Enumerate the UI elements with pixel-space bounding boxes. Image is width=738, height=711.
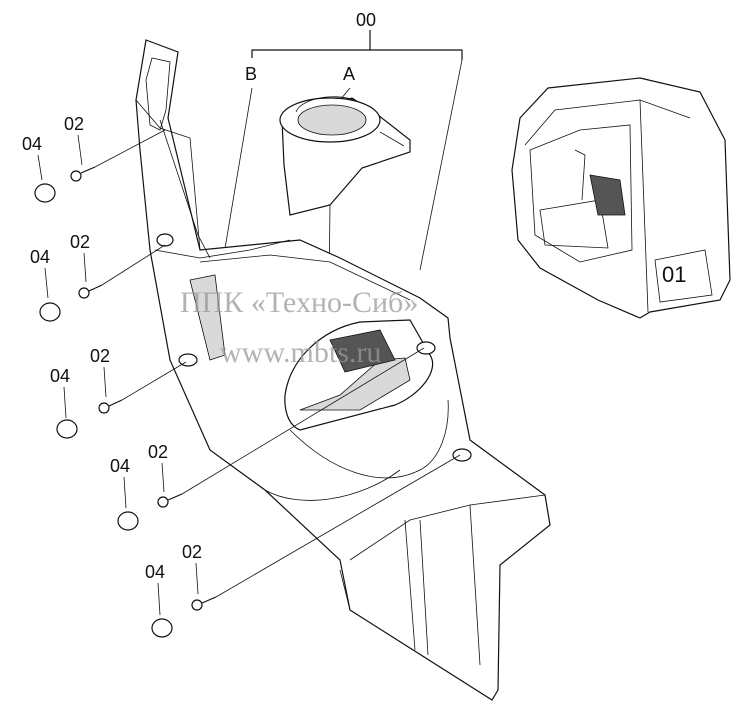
label-screw-02: 02 [70, 232, 90, 252]
mount-hole [156, 233, 174, 247]
label-sub-b: B [245, 64, 257, 84]
screw-02 [70, 170, 82, 182]
cap-04 [151, 618, 173, 638]
screw-02 [157, 496, 169, 508]
watermark: ППК «Техно-Сиб» www.mbts.ru [180, 286, 418, 369]
console-panel [135, 39, 551, 701]
mount-hole [416, 341, 436, 355]
label-screw-02: 02 [90, 346, 110, 366]
label-cap-04: 04 [110, 456, 130, 476]
label-assembly-00: 00 [356, 10, 376, 30]
label-screw-02: 02 [148, 442, 168, 462]
cab-reference: 01 [511, 77, 731, 319]
mount-hole [452, 448, 472, 462]
label-screw-02: 02 [64, 114, 84, 134]
watermark-url: www.mbts.ru [220, 336, 381, 369]
screw-02 [78, 287, 90, 299]
label-sub-a: A [343, 64, 355, 84]
fastener-set-1: 04 02 [22, 114, 166, 203]
watermark-company: ППК «Техно-Сиб» [180, 286, 418, 319]
screw-02 [98, 402, 110, 414]
cap-04 [56, 419, 78, 439]
assembly-bracket: 00 B A [217, 10, 463, 291]
fastener-set-4: 04 02 [110, 347, 425, 531]
fastener-set-3: 04 02 [50, 346, 187, 439]
cap-04 [117, 511, 139, 531]
screw-02 [191, 599, 203, 611]
label-screw-02: 02 [182, 542, 202, 562]
cap-04 [34, 183, 56, 203]
cap-04 [39, 302, 61, 322]
mount-hole [178, 353, 198, 367]
label-cap-04: 04 [22, 134, 42, 154]
label-cap-04: 04 [30, 247, 50, 267]
label-cap-04: 04 [145, 562, 165, 582]
label-cap-04: 04 [50, 366, 70, 386]
cup-holder [279, 96, 411, 381]
label-cab-ref-01: 01 [662, 262, 686, 287]
fastener-set-5: 04 02 [145, 454, 461, 638]
fastener-set-2: 04 02 [30, 232, 166, 322]
